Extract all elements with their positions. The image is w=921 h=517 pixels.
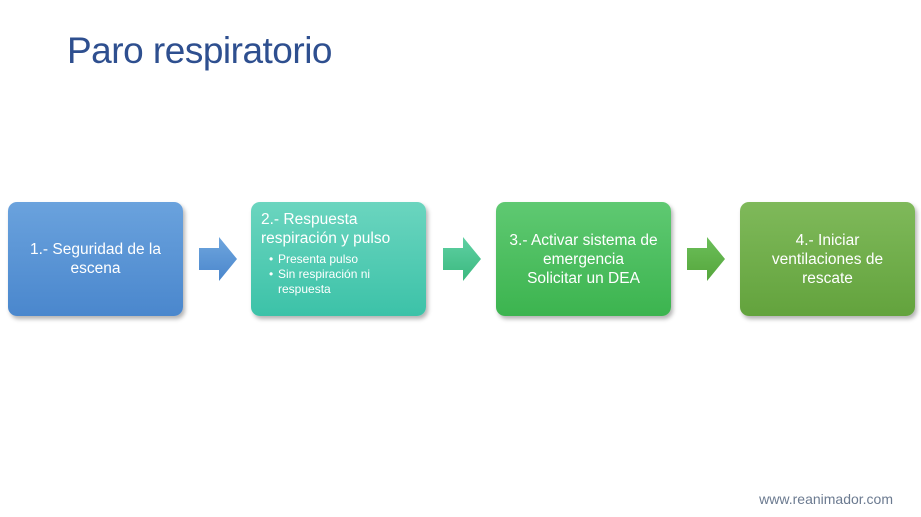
step-2-box: 2.- Respuesta respiración y pulso Presen… <box>251 202 426 316</box>
step-3-text: Solicitar un DEA <box>527 269 640 287</box>
arrow-right-icon <box>443 237 481 281</box>
step-4-box: 4.- Iniciar ventilaciones de rescate <box>740 202 915 316</box>
step-3-box: 3.- Activar sistema de emergencia Solici… <box>496 202 671 316</box>
step-4-text: 4.- Iniciar ventilaciones de rescate <box>771 231 884 287</box>
step-1-box: 1.- Seguridad de la escena <box>8 202 183 316</box>
bullet-item: Presenta pulso <box>269 252 416 267</box>
arrow-right-icon <box>687 237 725 281</box>
step-3-text: 3.- Activar sistema de emergencia <box>509 231 658 268</box>
arrow-right-icon <box>199 237 237 281</box>
step-1-text: 1.- Seguridad de la escena <box>30 241 161 277</box>
slide-title: Paro respiratorio <box>67 30 333 71</box>
footer-website: www.reanimador.com <box>759 491 893 507</box>
bullet-item: Sin respiración ni respuesta <box>269 267 416 297</box>
step-2-bullets: Presenta pulso Sin respiración ni respue… <box>261 252 416 297</box>
step-2-heading: 2.- Respuesta respiración y pulso <box>261 211 391 247</box>
